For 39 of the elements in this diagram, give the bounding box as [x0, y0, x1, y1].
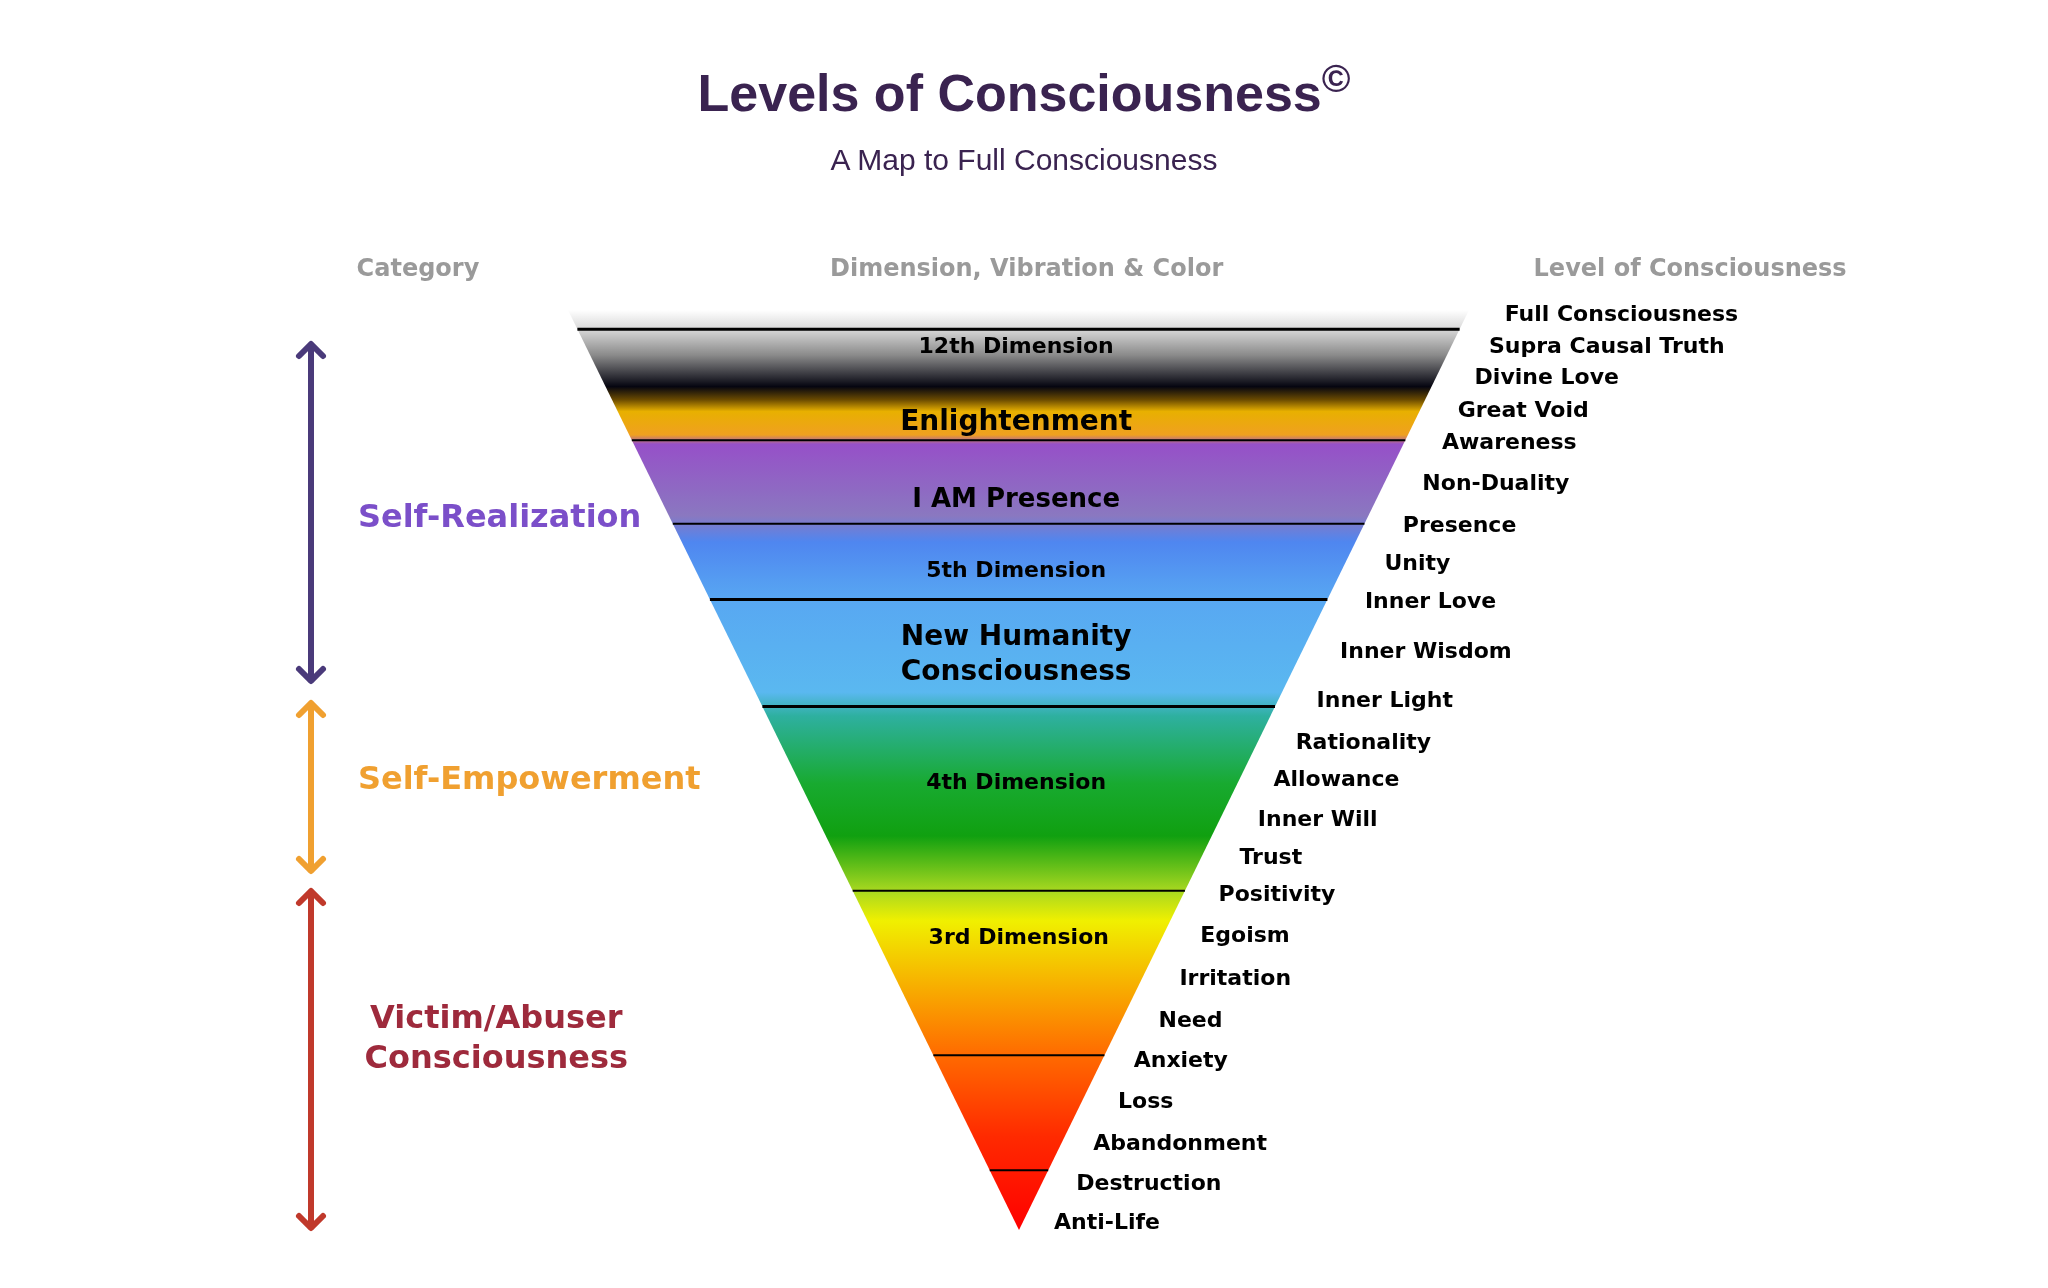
category-label: Victim/Abuser Consciousness	[363, 997, 630, 1078]
level-label: Loss	[1118, 1086, 1174, 1115]
level-label: Awareness	[1441, 427, 1577, 456]
band-label: New Humanity Consciousness	[899, 618, 1133, 689]
level-label: Egoism	[1200, 920, 1290, 949]
level-label: Allowance	[1273, 764, 1400, 793]
column-header: Dimension, Vibration & Color	[830, 252, 1224, 284]
band-label: 3rd Dimension	[928, 923, 1109, 951]
band-label: 12th Dimension	[918, 331, 1114, 360]
level-label: Rationality	[1295, 727, 1432, 756]
level-label: Irritation	[1179, 963, 1292, 992]
level-label: Supra Causal Truth	[1488, 331, 1725, 360]
title: Levels of Consciousness$^{©}$	[697, 55, 1351, 124]
level-label: Trust	[1239, 842, 1303, 870]
level-label: Positivity	[1218, 879, 1336, 908]
level-label: Inner Will	[1257, 804, 1378, 833]
column-header: Category	[356, 252, 480, 284]
subtitle: A Map to Full Consciousness	[830, 141, 1218, 178]
band-label: I AM Presence	[912, 481, 1121, 515]
band-label: Enlightenment	[900, 402, 1133, 439]
level-label: Anti-Life	[1054, 1207, 1160, 1236]
level-label: Divine Love	[1474, 362, 1619, 391]
level-label: Inner Wisdom	[1340, 636, 1512, 665]
category-label: Self-Realization	[357, 495, 642, 536]
category-label: Self-Empowerment	[357, 758, 701, 799]
level-label: Non-Duality	[1422, 468, 1570, 497]
level-label: Great Void	[1457, 395, 1589, 424]
level-label: Full Consciousness	[1504, 299, 1739, 328]
level-label: Need	[1158, 1005, 1223, 1034]
level-label: Presence	[1402, 510, 1517, 539]
level-label: Destruction	[1076, 1168, 1222, 1197]
band-label: 4th Dimension	[926, 767, 1107, 796]
level-label: Abandonment	[1093, 1128, 1268, 1157]
level-label: Unity	[1384, 548, 1451, 577]
level-label: Inner Light	[1316, 685, 1453, 714]
band-label: 5th Dimension	[926, 555, 1107, 584]
level-label: Inner Love	[1364, 586, 1497, 614]
level-label: Anxiety	[1133, 1045, 1228, 1074]
column-header: Level of Consciousness	[1533, 252, 1847, 284]
